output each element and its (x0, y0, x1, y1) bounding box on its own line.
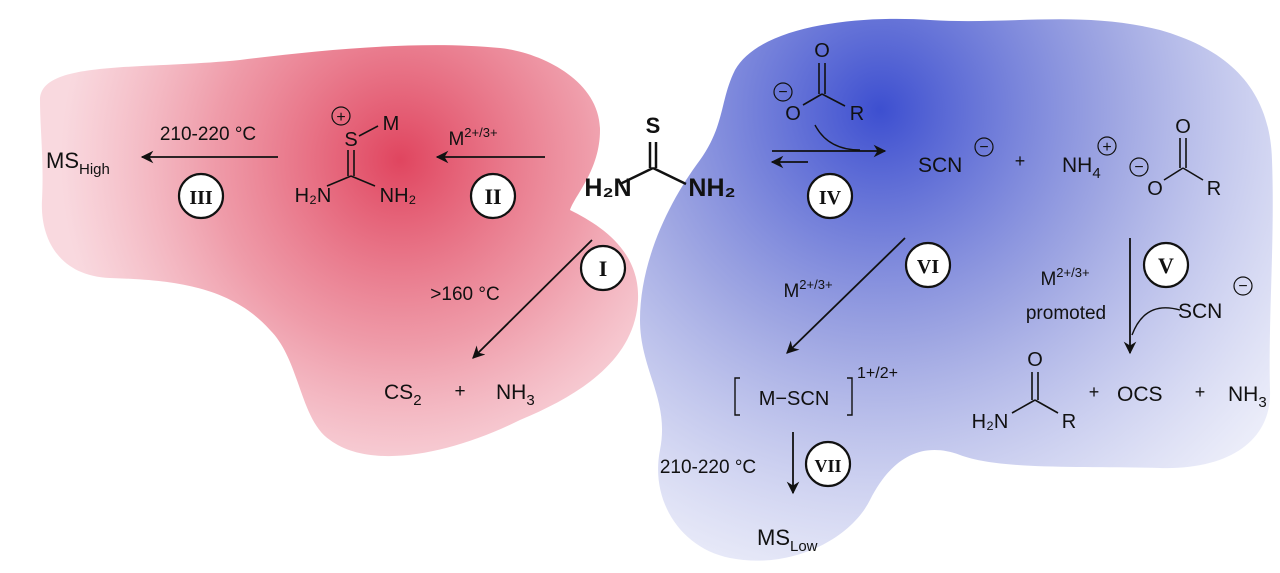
step-badge-1: I (579, 244, 627, 292)
arrow-step-6 (786, 237, 906, 354)
step-badge-5: V (1142, 241, 1190, 289)
temp-label-right: 210-220 °C (660, 457, 756, 478)
metal-thiourea-complex: + S M H₂N NH₂ (295, 106, 417, 207)
step-badge-3: III (177, 172, 225, 220)
step-badge-2: II (469, 172, 517, 220)
ammonium-plus: + (1102, 139, 1111, 156)
decomp-temp: >160 °C (430, 284, 499, 305)
complex-charge: 1+/2+ (857, 365, 898, 382)
nh3-product-left: NH3 (496, 381, 535, 409)
carboxylate-r: R (850, 103, 864, 125)
thiourea-molecule: S H₂N NH₂ (584, 113, 735, 202)
red-region (40, 45, 639, 457)
svg-text:II: II (484, 184, 501, 209)
svg-text:I: I (599, 256, 608, 281)
amide-product: O H₂N R (972, 349, 1077, 433)
complex-m: M (383, 113, 400, 135)
carboxylate-reagent: − O O R (773, 40, 864, 125)
complex-nh2: NH₂ (380, 185, 417, 207)
complex-msc: M−SCN (759, 388, 830, 410)
amide-o: O (1027, 349, 1043, 371)
complex-s: S (344, 129, 357, 151)
temp-label-left: 210-220 °C (160, 124, 256, 145)
metal-label-left: M2+/3+ (448, 125, 497, 150)
plus-left: + (454, 381, 465, 402)
step-badge-6: VI (904, 241, 952, 289)
ocs-product: OCS (1117, 383, 1163, 406)
thiourea-left-nh2: H₂N (584, 174, 631, 202)
promoted-label: promoted (1026, 303, 1106, 324)
amide-h2n: H₂N (972, 411, 1009, 433)
svg-text:VII: VII (814, 456, 841, 476)
ms-high-product: MSHigh (46, 148, 110, 178)
acid-minus: − (1134, 159, 1143, 176)
thiourea-s: S (646, 113, 661, 138)
amide-r: R (1062, 411, 1076, 433)
acid-o-double: O (1175, 116, 1191, 138)
complex-plus: + (336, 109, 345, 126)
plus-amide: + (1089, 382, 1100, 402)
nh3-product-right: NH3 (1228, 383, 1267, 411)
ms-low-product: MSLow (757, 525, 818, 555)
step-badge-4: IV (806, 172, 854, 220)
arrow-step-1 (472, 239, 593, 359)
curved-attack-arrow (814, 124, 861, 151)
plus-ions: + (1015, 151, 1026, 171)
thiourea-right-nh2: NH₂ (688, 174, 735, 202)
scn-attack-arrow (1131, 307, 1181, 336)
acid-r: R (1207, 178, 1221, 200)
carboxylate-product: − O O R (1129, 116, 1221, 200)
metal-label-right-v: M2+/3+ (1040, 265, 1089, 290)
svg-text:VI: VI (917, 256, 939, 278)
blue-region (640, 18, 1273, 561)
ammonium-ion: NH4 (1062, 154, 1101, 182)
carboxylate-o-double: O (814, 40, 830, 62)
metal-label-right-vi: M2+/3+ (783, 277, 832, 302)
plus-ocs: + (1195, 382, 1206, 402)
svg-text:III: III (189, 187, 213, 209)
cs2-product: CS2 (384, 381, 422, 409)
step-badge-7: VII (804, 440, 852, 488)
scn-minus: − (979, 139, 988, 156)
complex-h2n: H₂N (295, 185, 332, 207)
carboxylate-minus: − (778, 84, 787, 101)
metal-thiocyanate-complex: M−SCN 1+/2+ (734, 365, 898, 416)
acid-o-single: O (1147, 178, 1163, 200)
scn-attacker-minus: − (1238, 278, 1247, 295)
scn-attacker: SCN (1178, 300, 1222, 323)
scn-ion: SCN (918, 154, 962, 177)
svg-text:V: V (1158, 253, 1174, 278)
svg-text:IV: IV (819, 187, 842, 209)
carboxylate-o-single: O (785, 103, 801, 125)
